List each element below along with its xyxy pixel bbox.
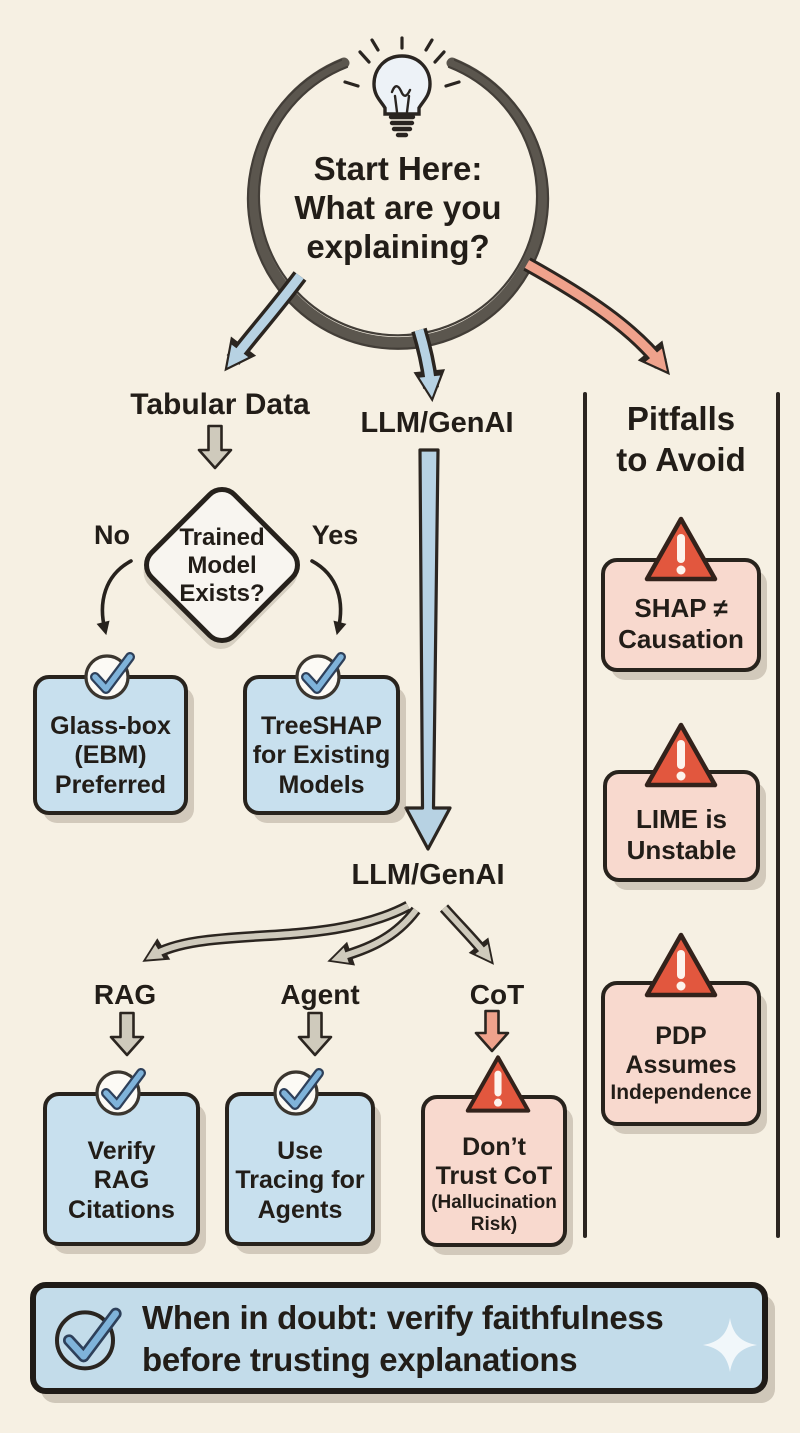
- footer-banner-text: When in doubt: verify faithfulness befor…: [142, 1297, 762, 1381]
- lightbulb-icon: [343, 36, 461, 138]
- decision-line: Exists?: [179, 579, 265, 607]
- warning-triangle-icon: [644, 722, 718, 788]
- label-rag: RAG: [93, 979, 157, 1010]
- pitfall-line: Unstable: [626, 835, 737, 865]
- start-title-line: explaining?: [306, 227, 490, 265]
- outcome-line: Models: [278, 770, 365, 799]
- arrow-rag-to-box: [109, 1011, 145, 1057]
- arrow-agent-to-box: [297, 1011, 333, 1057]
- arrow-fan-cot: [439, 904, 494, 965]
- label-cot: CoT: [469, 979, 525, 1010]
- arrow-yes: [310, 559, 347, 636]
- box-line: Tracing for: [235, 1166, 365, 1195]
- arrow-fan-rag: [142, 901, 411, 962]
- box-line: RAG: [93, 1166, 150, 1195]
- warning-triangle-icon: [644, 932, 718, 998]
- pitfall-line: PDP: [655, 1021, 707, 1050]
- outcome-line: TreeSHAP: [261, 711, 382, 740]
- box-subline: (Hallucination: [431, 1191, 557, 1213]
- pitfall-line: Causation: [618, 624, 744, 654]
- pitfall-card-pdp: PDP Assumes Independence: [601, 981, 761, 1126]
- outcome-line: for Existing: [252, 741, 391, 770]
- box-line: Verify: [87, 1136, 156, 1165]
- check-icon: [84, 652, 135, 700]
- label-llm-top: LLM/GenAI: [360, 407, 514, 439]
- footer-line: When in doubt: verify faithfulness: [142, 1299, 664, 1336]
- pitfalls-heading: Pitfalls to Avoid: [590, 398, 772, 481]
- arrow-fan-agent: [327, 906, 421, 966]
- pitfall-line: Independence: [610, 1080, 752, 1104]
- box-subline: Risk): [470, 1213, 518, 1235]
- label-agent: Agent: [280, 979, 360, 1010]
- check-icon: [295, 652, 346, 700]
- pitfall-line: LIME is: [635, 804, 727, 835]
- start-title: Start Here: What are you explaining?: [248, 150, 548, 267]
- check-icon: [95, 1068, 146, 1116]
- label-llm-mid: LLM/GenAI: [351, 859, 505, 891]
- outcome-line: Glass-box: [50, 711, 171, 740]
- pitfalls-heading-line: to Avoid: [616, 441, 746, 479]
- box-use-tracing: Use Tracing for Agents: [225, 1092, 375, 1246]
- pitfall-card-shap: SHAP ≠ Causation: [601, 558, 761, 672]
- box-dont-trust-cot: Don’t Trust CoT (Hallucination Risk): [421, 1095, 567, 1247]
- label-no: No: [94, 520, 130, 550]
- arrow-llm-long: [404, 448, 452, 851]
- pitfall-line: SHAP ≠: [634, 593, 728, 624]
- start-title-line: Start Here:: [313, 150, 483, 187]
- outcome-glassbox: Glass-box (EBM) Preferred: [33, 675, 188, 815]
- arrow-to-llm: [411, 327, 446, 403]
- decision-line: Trained: [179, 524, 265, 551]
- arrow-to-pitfalls: [523, 257, 670, 376]
- check-icon: [273, 1068, 324, 1116]
- outcome-line: (EBM): [74, 741, 147, 770]
- start-title-line: What are you: [294, 188, 502, 226]
- box-line: Don’t: [462, 1132, 526, 1161]
- sparkle-icon: [703, 1318, 757, 1372]
- decision-line: Model: [187, 551, 257, 579]
- pitfalls-heading-line: Pitfalls: [626, 400, 736, 437]
- arrow-no: [96, 559, 133, 636]
- box-line: Trust CoT: [435, 1162, 553, 1191]
- footer-banner: [30, 1282, 768, 1394]
- box-line: Citations: [68, 1195, 175, 1224]
- box-verify-rag: Verify RAG Citations: [43, 1092, 200, 1246]
- warning-triangle-icon: [465, 1055, 531, 1113]
- box-line: Use: [277, 1136, 323, 1165]
- label-yes: Yes: [311, 520, 359, 550]
- check-icon: [55, 1307, 122, 1371]
- footer-line: before trusting explanations: [142, 1341, 578, 1379]
- arrow-tabular-to-diamond: [197, 424, 233, 470]
- decision-question: Trained Model Exists?: [152, 524, 292, 607]
- pitfall-line: Assumes: [625, 1051, 737, 1080]
- pitfall-card-lime: LIME is Unstable: [603, 770, 760, 882]
- warning-triangle-icon: [644, 516, 718, 582]
- outcome-line: Preferred: [54, 770, 167, 799]
- arrow-cot-to-box: [474, 1009, 510, 1053]
- pitfalls-divider-right: [776, 392, 780, 1238]
- box-line: Agents: [257, 1195, 343, 1224]
- label-tabular-data: Tabular Data: [130, 388, 310, 421]
- pitfalls-divider-left: [583, 392, 587, 1238]
- arrow-to-tabular: [224, 271, 307, 372]
